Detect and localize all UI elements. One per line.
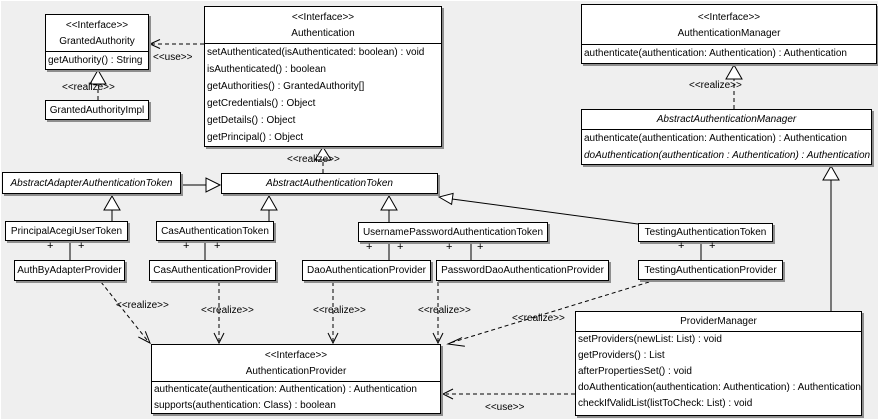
class-auth-by-adapter-provider[interactable]: AuthByAdapterProvider xyxy=(14,260,125,281)
use-label: <<use>> xyxy=(485,402,525,413)
realize-label: <<realize>> xyxy=(512,313,565,324)
class-name: PasswordDaoAuthenticationProvider xyxy=(441,265,604,276)
class-abstract-authentication-manager[interactable]: AbstractAuthenticationManager authentica… xyxy=(581,109,872,165)
connector-grantedauthorityimpl-realize[interactable] xyxy=(89,68,107,100)
class-method: getAuthority() : String xyxy=(48,55,143,66)
class-name: TestingAuthenticationToken xyxy=(644,227,767,238)
class-method: afterPropertiesSet() : void xyxy=(578,366,692,377)
role-marker: + xyxy=(477,241,484,253)
class-method: doAuthentication(authentication : Authen… xyxy=(584,150,871,161)
class-method: getDetails() : Object xyxy=(207,115,296,126)
class-cas-authentication-provider[interactable]: CasAuthenticationProvider xyxy=(149,260,276,281)
connector-usernamepassword-extends[interactable] xyxy=(380,194,398,222)
class-cas-authentication-token[interactable]: CasAuthenticationToken xyxy=(156,221,274,241)
class-granted-authority-impl[interactable]: GrantedAuthorityImpl xyxy=(45,100,149,120)
class-testing-authentication-token[interactable]: TestingAuthenticationToken xyxy=(638,223,773,242)
role-marker: + xyxy=(78,240,85,252)
class-testing-authentication-provider[interactable]: TestingAuthenticationProvider xyxy=(638,260,783,280)
class-dao-authentication-provider[interactable]: DaoAuthenticationProvider xyxy=(302,260,431,281)
class-name: CasAuthenticationToken xyxy=(161,225,269,237)
realize-label: <<realize>> xyxy=(116,300,169,311)
connector-abstractmanager-realize-manager[interactable] xyxy=(725,63,743,109)
connector-adapter-extends-token[interactable] xyxy=(181,177,222,193)
class-abstract-adapter-authentication-token[interactable]: AbstractAdapterAuthenticationToken xyxy=(2,172,181,194)
realize-label: <<realize>> xyxy=(689,80,742,91)
class-username-password-authentication-token[interactable]: UsernamePasswordAuthenticationToken xyxy=(358,222,548,242)
class-method: getPrincipal() : Object xyxy=(207,132,304,143)
connector-cas-token-extends[interactable] xyxy=(260,194,278,221)
class-method: authenticate(authentication: Authenticat… xyxy=(584,133,847,144)
class-name: AbstractAdapterAuthenticationToken xyxy=(10,177,173,189)
class-name: AuthByAdapterProvider xyxy=(17,265,122,276)
connector-testing-token-extends[interactable] xyxy=(437,192,639,225)
stereotype-label: <<Interface>> xyxy=(291,12,355,23)
connector-authbyadapter-realize[interactable] xyxy=(100,281,151,345)
role-marker: + xyxy=(183,240,190,252)
connector-passworddaoprovider-realize[interactable] xyxy=(432,282,444,345)
class-method: setProviders(newList: List) : void xyxy=(578,334,722,345)
class-method: setAuthenticated(isAuthenticated: boolea… xyxy=(207,47,425,58)
role-marker: + xyxy=(678,240,685,252)
class-authentication[interactable]: <<Interface>> Authentication setAuthenti… xyxy=(204,6,442,147)
class-name: TestingAuthenticationProvider xyxy=(644,264,777,276)
class-method: authenticate(authentication: Authenticat… xyxy=(154,384,417,395)
stereotype-label: <<Interface>> xyxy=(697,12,761,23)
class-granted-authority[interactable]: <<Interface>> GrantedAuthority getAuthor… xyxy=(45,14,149,70)
connector-principal-extends-adapter[interactable] xyxy=(103,194,121,221)
class-authentication-provider[interactable]: <<Interface>> AuthenticationProvider aut… xyxy=(151,344,441,414)
class-name: AbstractAuthenticationToken xyxy=(266,178,393,189)
class-name: UsernamePasswordAuthenticationToken xyxy=(362,226,544,238)
class-name: GrantedAuthorityImpl xyxy=(49,104,145,116)
role-marker: + xyxy=(446,241,453,253)
realize-label: <<realize>> xyxy=(201,305,254,316)
connector-daoprovider-realize[interactable] xyxy=(327,282,339,345)
class-name: ProviderManager xyxy=(680,316,757,327)
role-marker: + xyxy=(397,241,404,253)
class-name: DaoAuthenticationProvider xyxy=(307,265,426,276)
realize-label: <<realize>> xyxy=(418,305,471,316)
class-name: Authentication xyxy=(291,28,355,39)
connector-providermanager-use-provider[interactable] xyxy=(441,388,575,400)
use-label: <<use>> xyxy=(153,52,193,63)
class-method: supports(authentication: Class) : boolea… xyxy=(154,400,336,411)
class-method: isAuthenticated() : boolean xyxy=(207,64,326,75)
connector-authentication-use-grantedauthority[interactable] xyxy=(148,39,204,49)
class-method: doAuthentication(authentication: Authent… xyxy=(578,382,861,393)
class-provider-manager[interactable]: ProviderManager setProviders(newList: Li… xyxy=(575,311,862,416)
connector-abstracttoken-realize-authentication[interactable] xyxy=(314,146,332,173)
class-method: checkIfValidList(listToCheck: List) : vo… xyxy=(578,398,753,409)
connector-testingprovider-realize[interactable] xyxy=(446,281,650,347)
class-name: AuthenticationManager xyxy=(677,28,781,39)
class-name: AuthenticationProvider xyxy=(245,366,347,377)
class-method: getProviders() : List xyxy=(578,350,665,361)
realize-label: <<realize>> xyxy=(287,154,340,165)
class-name: GrantedAuthority xyxy=(59,36,135,47)
role-marker: + xyxy=(47,240,54,252)
class-authentication-manager[interactable]: <<Interface>> AuthenticationManager auth… xyxy=(581,4,877,64)
class-principal-acegi-user-token[interactable]: PrincipalAcegiUserToken xyxy=(5,221,128,241)
class-abstract-authentication-token[interactable]: AbstractAuthenticationToken xyxy=(221,173,438,194)
class-method: getAuthorities() : GrantedAuthority[] xyxy=(207,81,365,92)
class-name: AbstractAuthenticationManager xyxy=(656,114,797,125)
role-marker: + xyxy=(709,240,716,252)
stereotype-label: <<Interface>> xyxy=(264,350,328,361)
class-name: PrincipalAcegiUserToken xyxy=(10,225,123,237)
realize-label: <<realize>> xyxy=(313,305,366,316)
class-method: getCredentials() : Object xyxy=(207,98,316,109)
class-password-dao-authentication-provider[interactable]: PasswordDaoAuthenticationProvider xyxy=(436,260,609,281)
role-marker: + xyxy=(214,240,221,252)
connector-providermanager-extends[interactable] xyxy=(822,164,840,311)
class-name: CasAuthenticationProvider xyxy=(153,265,272,276)
class-method: authenticate(authentication: Authenticat… xyxy=(584,48,847,59)
role-marker: + xyxy=(366,241,373,253)
realize-label: <<realize>> xyxy=(62,82,115,93)
connector-casprovider-realize[interactable] xyxy=(213,282,225,345)
stereotype-label: <<Interface>> xyxy=(65,20,129,31)
